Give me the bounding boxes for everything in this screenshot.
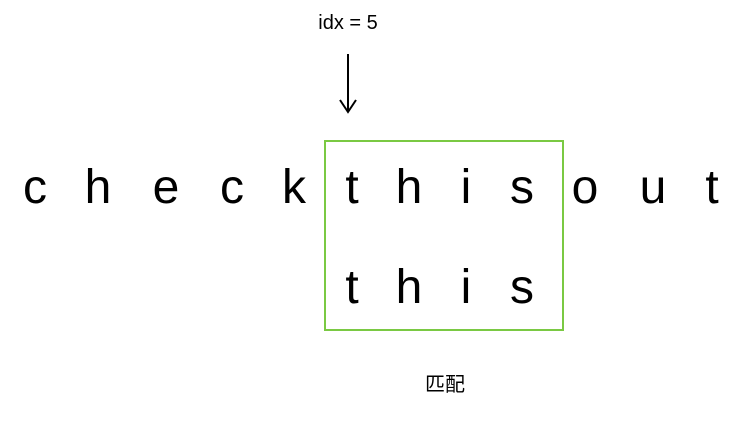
text-char: t (345, 161, 359, 214)
text-char: h (84, 161, 112, 214)
text-char: h (395, 161, 423, 214)
text-char: o (571, 161, 599, 214)
text-char: u (639, 161, 667, 214)
index-label: idx = 5 (318, 12, 378, 34)
pattern-char: t (345, 261, 359, 314)
match-window-box (324, 140, 564, 331)
text-char: k (282, 161, 306, 214)
text-char: c (220, 161, 244, 214)
pattern-char: h (395, 261, 423, 314)
text-char: i (460, 161, 472, 214)
down-arrow-icon (339, 54, 357, 114)
match-label: 匹配 (425, 372, 465, 396)
text-char: s (510, 161, 534, 214)
pattern-char: i (460, 261, 472, 314)
text-char: t (705, 161, 719, 214)
text-char: c (23, 161, 47, 214)
text-char: e (152, 161, 180, 214)
pattern-char: s (510, 261, 534, 314)
